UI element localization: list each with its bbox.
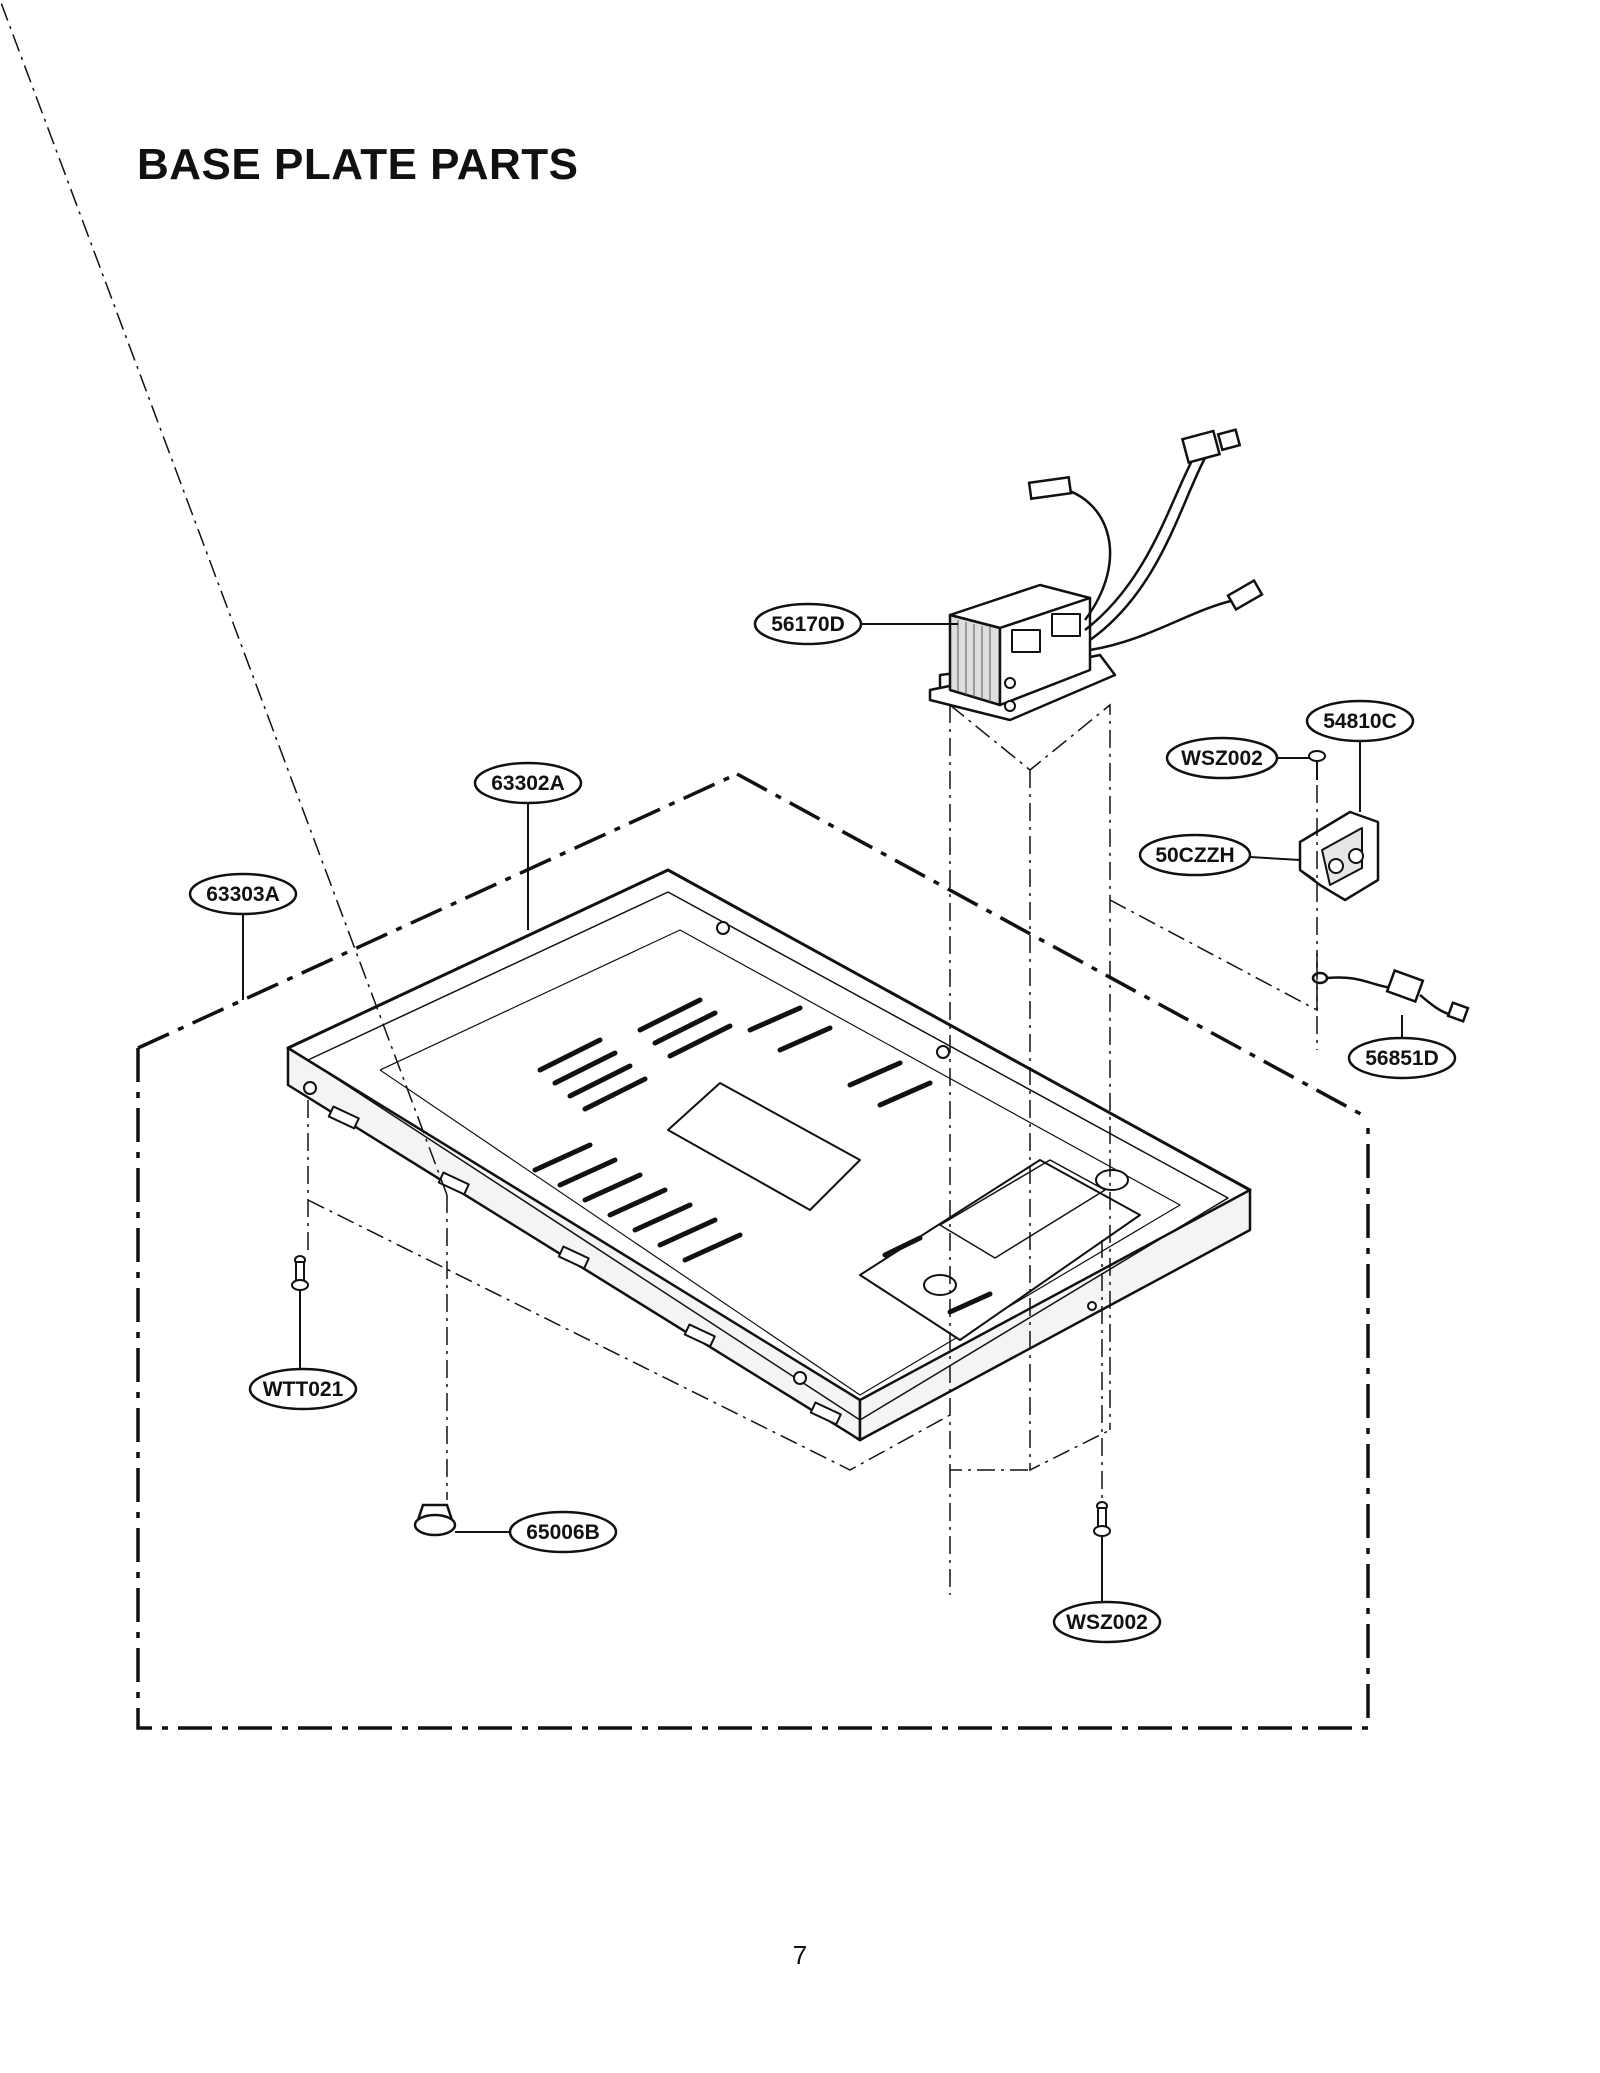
callout-leaders: [242, 623, 1403, 1610]
callout-base-plate: 63302A: [473, 761, 583, 805]
callout-label: WSZ002: [1181, 747, 1263, 770]
callout-label: 56851D: [1365, 1047, 1439, 1070]
callout-label: 65006B: [526, 1521, 600, 1544]
callout-bracket: 54810C: [1305, 699, 1415, 743]
callout-label: 56170D: [771, 613, 845, 636]
page-title: BASE PLATE PARTS: [137, 140, 579, 189]
page-number: 7: [792, 1940, 808, 1970]
callout-label: WSZ002: [1066, 1611, 1148, 1634]
assembly-guides: [0, 0, 1318, 1595]
callout-label: 63302A: [491, 772, 565, 795]
assembly-boundary: [136, 772, 1370, 1730]
callout-bracket-screw: WSZ002: [1165, 736, 1279, 780]
callout-label: WTT021: [263, 1378, 344, 1401]
callout-transformer: 56170D: [753, 602, 863, 646]
callout-power-socket: 50CZZH: [1138, 833, 1252, 877]
callout-label: 50CZZH: [1155, 844, 1234, 867]
callout-base-assembly: 63303A: [188, 872, 298, 916]
callout-foot: 65006B: [508, 1510, 618, 1554]
callout-label: 63303A: [206, 883, 280, 906]
screws: [291, 750, 1326, 1537]
wire-harness: [1311, 968, 1470, 1023]
callout-label: 54810C: [1323, 710, 1397, 733]
foot: [413, 1503, 457, 1537]
bracket-socket: [1298, 810, 1380, 902]
callout-screw-right: WSZ002: [1052, 1600, 1162, 1644]
base-plate: [286, 868, 1252, 1442]
transformer-wires: [1027, 428, 1264, 652]
callout-screw-left: WTT021: [248, 1367, 358, 1411]
callout-wire-harness: 56851D: [1347, 1036, 1457, 1080]
transformer: [928, 583, 1117, 722]
